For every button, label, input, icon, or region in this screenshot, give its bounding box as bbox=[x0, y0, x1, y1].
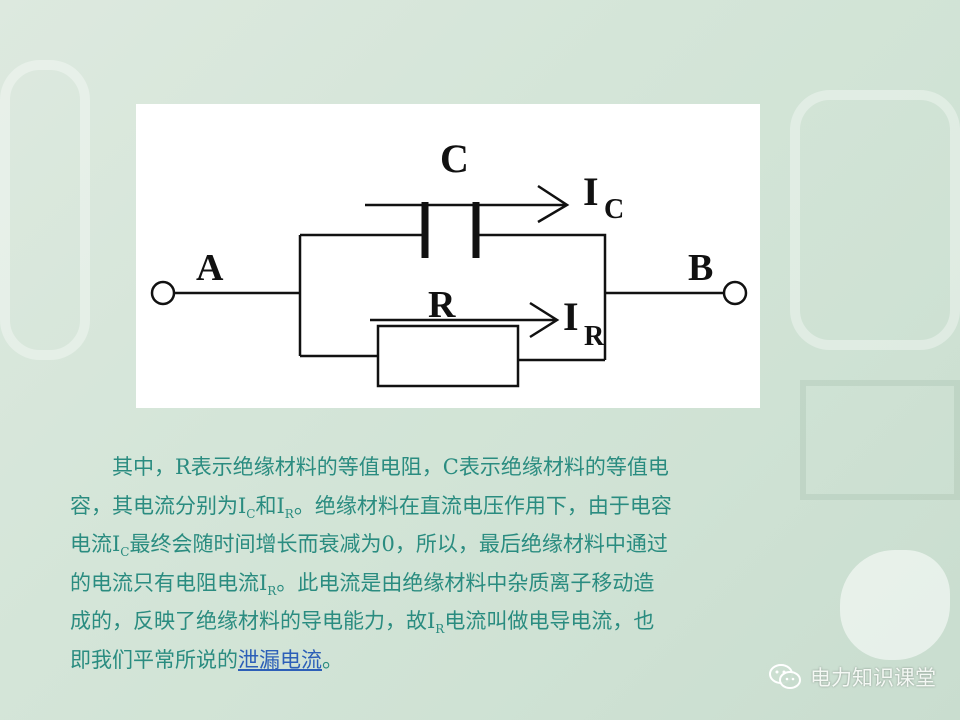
diagram-background bbox=[136, 104, 760, 408]
label-ic-sub: C bbox=[604, 194, 624, 225]
resistor-symbol bbox=[376, 324, 520, 388]
watermark-text: 电力知识课堂 bbox=[810, 666, 936, 690]
text-segment: 电流叫做电导电流，也 bbox=[444, 609, 655, 633]
subscript: R bbox=[435, 622, 445, 636]
circuit-wires bbox=[174, 233, 724, 362]
label-c: C bbox=[440, 136, 469, 181]
label-ir-sub: R bbox=[584, 321, 605, 352]
text-segment: 最终会随时间增长而衰减为0，所以，最后绝缘材料中通过 bbox=[129, 532, 668, 556]
background-decoration bbox=[790, 90, 960, 350]
current-arrow-c bbox=[365, 184, 570, 224]
paragraph-line: 电流IC最终会随时间增长而衰减为0，所以，最后绝缘材料中通过 bbox=[70, 525, 850, 564]
background-decoration bbox=[0, 60, 90, 360]
paragraph-line: 即我们平常所说的泄漏电流。 bbox=[70, 641, 850, 680]
label-b: B bbox=[688, 247, 713, 289]
subscript: C bbox=[246, 506, 256, 521]
paragraph-line: 其中，R表示绝缘材料的等值电阻，C表示绝缘材料的等值电 bbox=[70, 448, 850, 487]
current-arrow-r bbox=[370, 301, 560, 339]
background-cloud-ornament bbox=[840, 550, 950, 660]
text-segment: 的电流只有电阻电流I bbox=[70, 570, 268, 595]
label-ir: I bbox=[563, 294, 579, 339]
wechat-icon bbox=[769, 664, 801, 689]
explanation-paragraph: 其中，R表示绝缘材料的等值电阻，C表示绝缘材料的等值电容，其电流分别为IC和IR… bbox=[70, 448, 850, 679]
leakage-current-link[interactable]: 泄漏电流 bbox=[238, 647, 322, 672]
paragraph-line: 的电流只有电阻电流IR。此电流是由绝缘材料中杂质离子移动造 bbox=[70, 564, 850, 603]
label-r: R bbox=[428, 284, 456, 326]
subscript: R bbox=[267, 583, 277, 598]
background-decoration bbox=[800, 380, 960, 500]
text-segment: 和I bbox=[255, 493, 285, 518]
text-segment: 。绝缘材料在直流电压作用下，由于电容 bbox=[293, 493, 672, 518]
paragraph-line: 成的，反映了绝缘材料的导电能力，故IR电流叫做电导电流，也 bbox=[70, 602, 850, 641]
watermark: 电力知识课堂 bbox=[768, 662, 936, 692]
text-segment: 即我们平常所说的 bbox=[70, 647, 238, 672]
text-segment: 成的，反映了绝缘材料的导电能力，故I bbox=[70, 609, 436, 633]
text-segment: 。 bbox=[322, 647, 343, 672]
paragraph-line: 容，其电流分别为IC和IR。绝缘材料在直流电压作用下，由于电容 bbox=[70, 487, 850, 526]
subscript: C bbox=[120, 545, 130, 559]
subscript: R bbox=[284, 506, 294, 521]
label-a: A bbox=[196, 247, 224, 289]
label-ic: I bbox=[583, 169, 599, 214]
text-segment: 其中，R表示绝缘材料的等值电阻，C表示绝缘材料的等值电 bbox=[70, 455, 669, 479]
text-segment: 容，其电流分别为I bbox=[70, 493, 247, 518]
text-segment: 电流I bbox=[70, 532, 121, 556]
text-segment: 。此电流是由绝缘材料中杂质离子移动造 bbox=[276, 570, 655, 595]
